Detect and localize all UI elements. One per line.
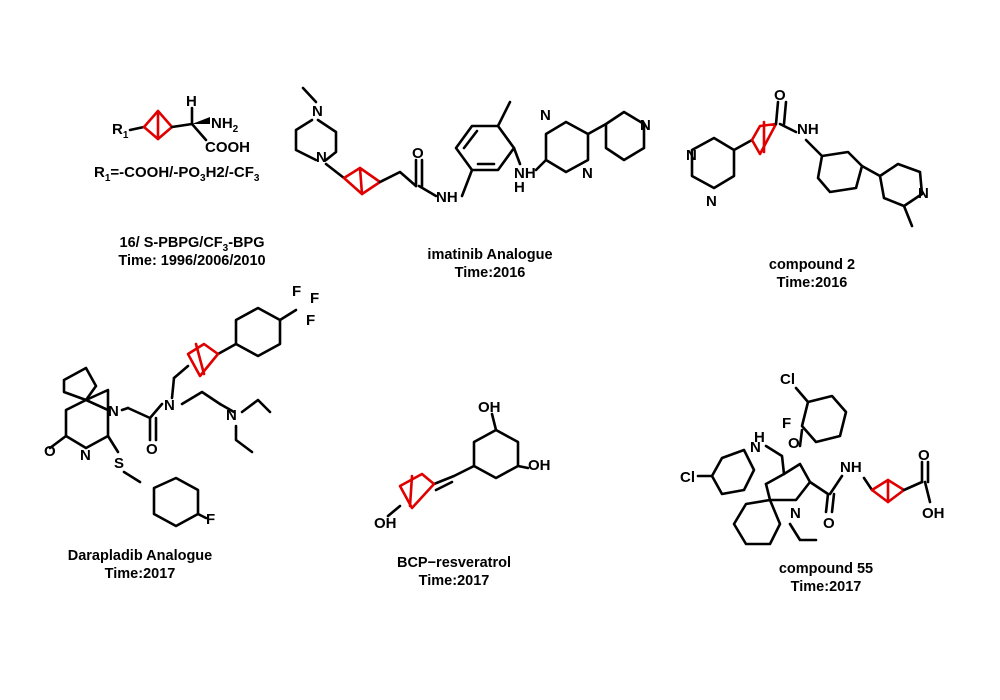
svg-text:N: N: [80, 447, 91, 464]
svg-text:H: H: [514, 179, 525, 196]
svg-text:H: H: [754, 429, 765, 446]
svg-text:Cl: Cl: [680, 469, 695, 486]
svg-text:F: F: [306, 312, 315, 329]
structure-bpg: R1 H NH2 COOH R1=-COOH/-PO3H2/-CF3 16/ S…: [94, 93, 266, 269]
atom-h: H: [186, 93, 197, 110]
svg-text:N: N: [108, 403, 119, 420]
svg-text:F: F: [292, 283, 301, 300]
svg-text:N: N: [640, 117, 651, 134]
svg-text:N: N: [540, 107, 551, 124]
bicyclopentane-highlight: [142, 109, 174, 141]
svg-text:O: O: [412, 145, 424, 162]
compound-name: compound 2: [769, 257, 855, 273]
compound-name: Darapladib Analogue: [68, 548, 212, 564]
structure-compound-55: Cl F H N O Cl N O NH: [680, 371, 945, 595]
svg-text:S: S: [114, 455, 124, 472]
svg-text:Cl: Cl: [780, 371, 795, 388]
svg-text:O: O: [788, 435, 800, 452]
svg-text:N: N: [316, 149, 327, 166]
svg-text:O: O: [146, 441, 158, 458]
svg-text:O: O: [774, 87, 786, 104]
svg-text:NH: NH: [797, 121, 819, 138]
svg-text:NH: NH: [436, 189, 458, 206]
svg-text:F: F: [310, 290, 319, 307]
compound-time: Time:2017: [419, 573, 490, 589]
compound-name: 16/ S-PBPG/CF3-BPG: [120, 235, 265, 254]
svg-text:OH: OH: [374, 515, 397, 532]
svg-text:OH: OH: [922, 505, 945, 522]
svg-text:N: N: [312, 103, 323, 120]
svg-text:NH: NH: [840, 459, 862, 476]
svg-text:N: N: [790, 505, 801, 522]
compound-time: Time:2016: [455, 265, 526, 281]
svg-text:O: O: [918, 447, 930, 464]
svg-text:F: F: [782, 415, 791, 432]
compound-time: Time: 1996/2006/2010: [118, 253, 265, 269]
structure-darapladib-analogue: F F F N N O N N O S: [44, 283, 319, 582]
svg-text:N: N: [750, 439, 761, 456]
svg-text:OH: OH: [528, 457, 551, 474]
compound-time: Time:2016: [777, 275, 848, 291]
svg-text:N: N: [164, 397, 175, 414]
compound-time: Time:2017: [105, 566, 176, 582]
compound-time: Time:2017: [791, 579, 862, 595]
svg-text:N: N: [918, 185, 929, 202]
svg-text:N: N: [226, 407, 237, 424]
svg-text:O: O: [44, 443, 56, 460]
svg-text:N: N: [582, 165, 593, 182]
structure-bcp-resveratrol: OH OH OH BCP−resveratrol Time:2017: [374, 399, 551, 589]
svg-text:F: F: [206, 511, 215, 528]
atom-cooh: COOH: [205, 139, 250, 156]
compound-name: BCP−resveratrol: [397, 555, 511, 571]
atom-r1: R1: [112, 121, 129, 141]
structure-compound-2: N N O NH N compound 2 Time:2016: [686, 87, 929, 291]
atom-nh2: NH2: [211, 115, 239, 135]
svg-text:OH: OH: [478, 399, 501, 416]
compound-name: compound 55: [779, 561, 873, 577]
svg-text:O: O: [823, 515, 835, 532]
svg-text:N: N: [686, 147, 697, 164]
r-group-definition: R1=-COOH/-PO3H2/-CF3: [94, 164, 260, 184]
svg-text:N: N: [706, 193, 717, 210]
compound-name: imatinib Analogue: [427, 247, 552, 263]
structure-imatinib-analogue: N N O NH NH H N N N imatinib A: [294, 86, 651, 281]
svg-text:NH: NH: [514, 165, 536, 182]
